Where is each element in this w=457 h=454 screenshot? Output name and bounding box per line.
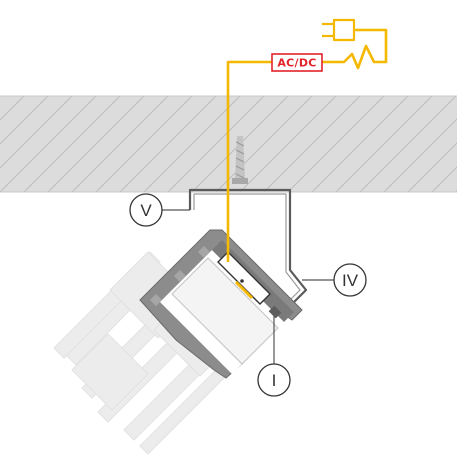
callout-i-label: I (272, 371, 277, 390)
mounting-bracket (188, 188, 308, 305)
callout-iv: IV (302, 263, 367, 297)
callout-v-label: V (140, 201, 152, 220)
callout-i: I (257, 316, 291, 397)
power-cable (226, 28, 388, 262)
callout-iv-label: IV (342, 271, 359, 290)
mounting-screw (232, 136, 248, 184)
acdc-converter: AC/DC (271, 53, 323, 72)
acdc-converter-label: AC/DC (277, 57, 316, 70)
power-plug-icon (322, 18, 360, 42)
led-strip (217, 251, 271, 305)
callout-v: V (129, 193, 190, 227)
